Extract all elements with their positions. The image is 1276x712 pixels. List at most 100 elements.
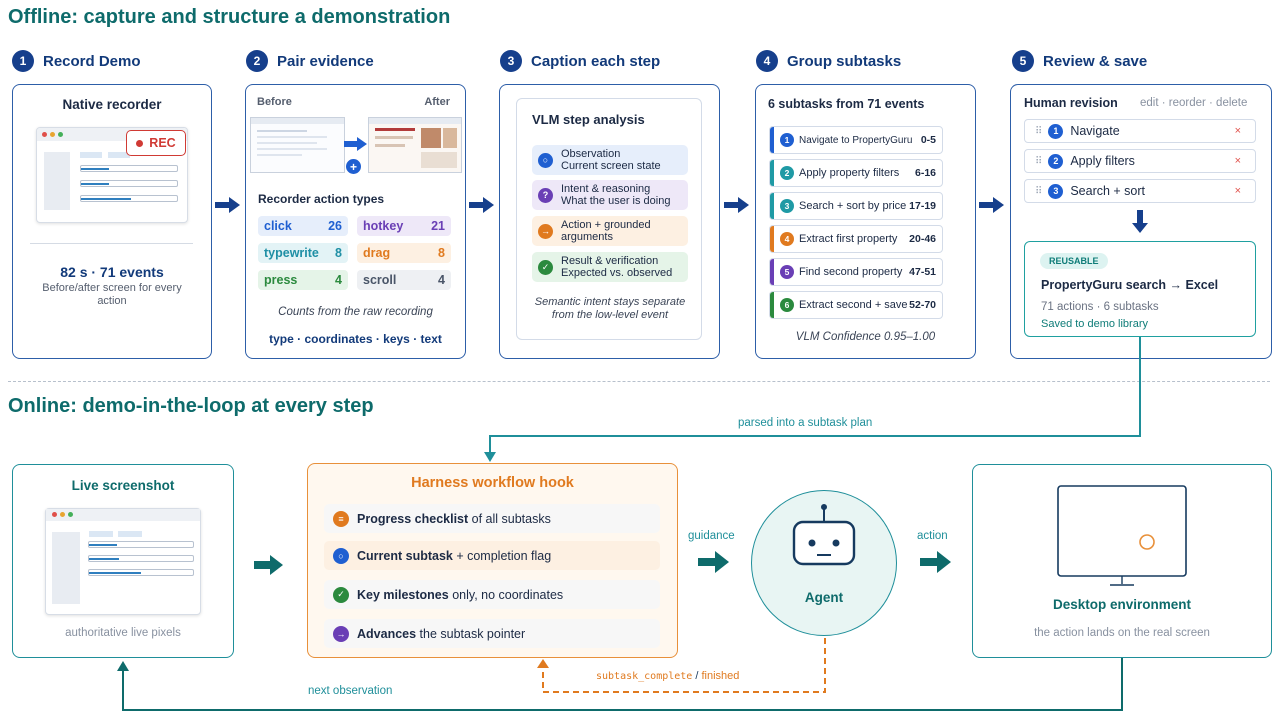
drag-handle-icon[interactable]: ⠿ [1035,155,1043,167]
action-chip-scroll: scroll 4 [357,270,451,290]
demo-card-saved: Saved to demo library [1041,318,1148,330]
chip-name: typewrite [264,246,319,260]
step-label: Pair evidence [277,52,374,70]
recorder-sidebar-mock [44,152,70,210]
feedback-sep: / [692,670,702,682]
hook-row-rest: + completion flag [452,548,552,563]
offline-section-title: Offline: capture and structure a demonst… [8,6,451,28]
arrow-right-icon [979,197,1004,213]
arrow-right-icon [698,551,729,573]
group-note: VLM Confidence 0.95–1.00 [795,331,936,343]
rec-indicator: REC [126,130,186,156]
step-number: 3 [500,50,522,72]
review-row-label: Apply filters [1070,154,1135,168]
row-line1: Intent & reasoning [561,183,651,195]
rec-dot-icon [136,139,144,147]
step-header-group: 4 Group subtasks [756,50,901,72]
recorder-title: Native recorder [62,97,162,112]
action-label: action [917,530,948,542]
mock-input-fill [89,558,119,560]
subtask-row: 3 Search + sort by price 17-19 [769,192,943,220]
step-label: Caption each step [531,52,661,70]
review-row-number: 3 [1048,183,1064,199]
arrow-right-icon: → [538,223,553,239]
hook-row-rest: the subtask pointer [416,626,526,641]
step-label: Group subtasks [787,52,902,70]
mock-input-fill [81,168,109,170]
mock-input-line [80,180,178,187]
step-header-caption: 3 Caption each step [500,50,660,72]
demo-card-stats: 71 actions · 6 subtasks [1041,301,1159,313]
record-caption: Before/after screen for every action [42,282,182,307]
window-minimize-dot [60,512,65,517]
arrow-right-icon [469,197,494,213]
group-title: 6 subtasks from 71 events [768,97,925,111]
row-line2: Current screen state [561,160,661,172]
mock-input-fill [81,183,109,185]
agent-label: Agent [804,590,844,605]
delete-icon[interactable]: × [1234,155,1241,167]
subtask-label: Extract second + save [799,299,908,311]
vlm-analysis-title: VLM step analysis [532,112,645,127]
checklist-icon: ≡ [333,510,349,527]
action-chip-press: press 4 [258,270,348,290]
action-chip-drag: drag 8 [357,243,451,263]
subtask-label: Find second property [799,266,903,278]
review-actions: edit · reorder · delete [1140,97,1248,109]
review-title: Human revision [1024,96,1118,110]
workflow-hook-title: Harness workflow hook [411,475,574,491]
before-screenshot-thumb [250,117,345,173]
hook-row-bold: Progress checklist [357,511,469,526]
subtask-color-bar [770,292,774,318]
drag-handle-icon[interactable]: ⠿ [1035,125,1043,137]
live-screenshot-caption: authoritative live pixels [65,627,181,639]
hook-row-bold: Key milestones [357,587,449,602]
plus-icon: + [346,159,361,174]
check-icon: ✓ [333,586,349,603]
section-divider [8,381,1270,382]
subtask-range: 6-16 [914,167,936,179]
step-number: 5 [1012,50,1034,72]
chip-count: 4 [438,273,445,287]
drag-handle-icon[interactable]: ⠿ [1035,185,1043,197]
delete-icon[interactable]: × [1234,185,1241,197]
review-row[interactable]: ⠿ 2 Apply filters × [1024,149,1256,173]
subtask-color-bar [770,193,774,219]
divider [30,243,193,244]
row-line1: Result & verification [561,255,659,267]
record-stats: 82 s · 71 events [60,264,164,280]
subtask-number: 1 [780,133,794,147]
step-header-pair: 2 Pair evidence [246,50,374,72]
review-row[interactable]: ⠿ 1 Navigate × [1024,119,1256,143]
feedback-code: subtask_complete [596,671,693,682]
step-number: 4 [756,50,778,72]
subtask-color-bar [770,160,774,186]
caption-note: Semantic intent stays separate from the … [534,296,686,321]
chip-count: 4 [335,273,342,287]
chip-count: 21 [431,219,445,233]
review-row-label: Navigate [1070,124,1120,138]
action-types-heading: Recorder action types [258,192,385,206]
pair-note: Counts from the raw recording [278,306,433,318]
window-maximize-dot [68,512,73,517]
arrow-right-icon [215,197,240,213]
robot-icon [792,504,856,566]
subtask-number: 4 [780,232,794,246]
review-row[interactable]: ⠿ 3 Search + sort × [1024,179,1256,203]
subtask-color-bar [770,259,774,285]
step-header-record: 1 Record Demo [12,50,141,72]
chip-count: 26 [328,219,342,233]
subtask-range: 52-70 [909,299,936,311]
mock-block [89,531,113,537]
hook-row-milestones: ✓ Key milestones only, no coordinates [324,580,660,609]
rec-label: REC [149,136,176,150]
subtask-range: 47-51 [909,266,936,278]
live-screenshot-title: Live screenshot [71,478,175,493]
next-observation-label: next observation [308,685,393,697]
delete-icon[interactable]: × [1234,125,1241,137]
subtask-row: 2 Apply property filters 6-16 [769,159,943,187]
chip-count: 8 [335,246,342,260]
hook-row-bold: Advances [357,626,417,641]
online-section-title: Online: demo-in-the-loop at every step [8,395,374,417]
